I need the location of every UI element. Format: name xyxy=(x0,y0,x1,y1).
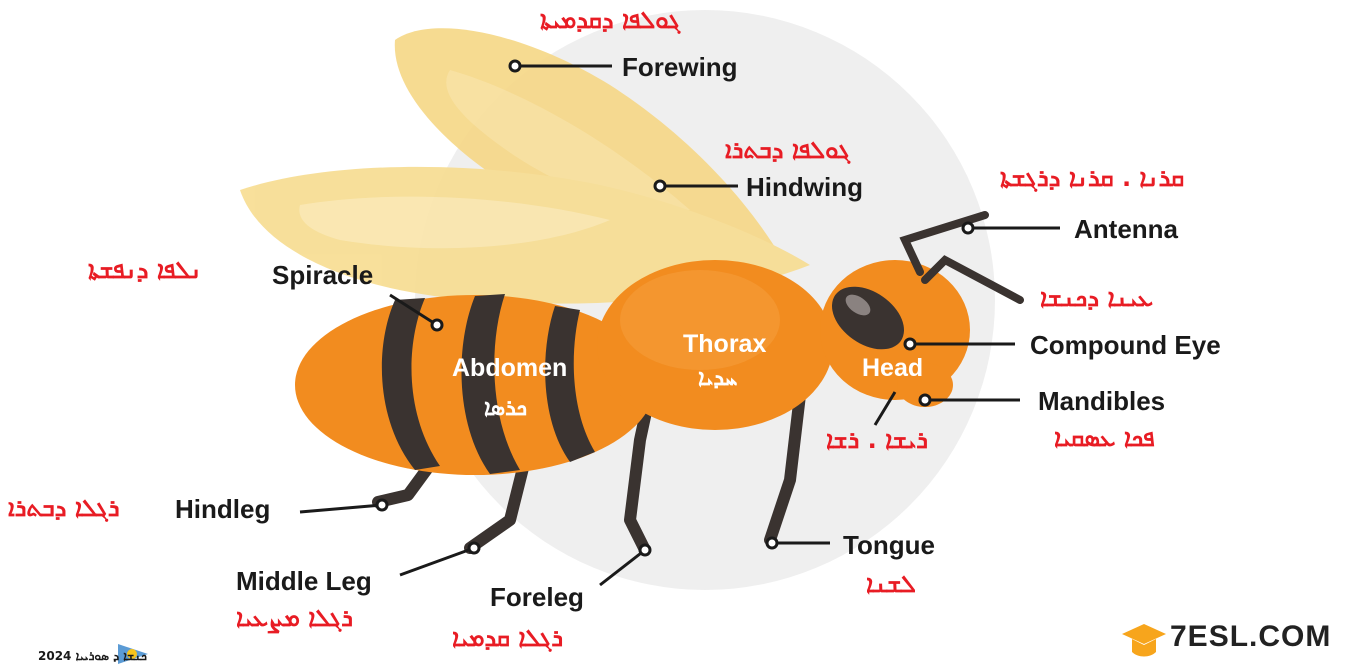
brand-name: 7ESL.COM xyxy=(1170,622,1331,652)
foreleg-syriac-label: ܪܓܠܐ ܩܕܡܝܐ xyxy=(452,626,563,650)
thorax-label: Thorax xyxy=(683,332,766,357)
foreleg-label: Foreleg xyxy=(490,584,584,610)
compound-eye-label: Compound Eye xyxy=(1030,332,1221,358)
mandibles-label: Mandibles xyxy=(1038,388,1165,414)
compound-eye-syriac-label: ܥܝܢܐ ܕܟܢܫܐ xyxy=(1040,286,1153,310)
antenna-label: Antenna xyxy=(1074,216,1178,242)
spiracle-syriac-label: ܢܠܦܐ ܕܢܦܫܬܐ xyxy=(88,258,202,282)
hindwing-label: Hindwing xyxy=(746,174,863,200)
brand-logo: 7ESL.COM xyxy=(1118,622,1331,652)
middle-leg-syriac-label: ܪܓܠܐ ܡܨܥܝܐ xyxy=(236,606,353,630)
head-syriac-label: ܪܝܫܐ . ܪܫܐ xyxy=(826,428,928,452)
abdomen-syriac-label: ܟܪܣܐ xyxy=(484,398,527,420)
tongue-syriac-label: ܠܫܢܐ xyxy=(866,572,916,596)
antenna-syriac-label: ܩܪܢܐ . ܩܪܢܐ ܕܪܓܫܬܐ xyxy=(1000,166,1184,190)
mandibles-syriac-label: ܦܟܐ ܥܣܩܝܐ xyxy=(1054,426,1155,450)
forewing-syriac-label: ܓܘܠܦܐ ܕܩܕܡܝܬܐ xyxy=(540,8,680,32)
hindleg-label: Hindleg xyxy=(175,496,270,522)
hindleg-syriac-label: ܪܓܠܐ ܕܒܬܪܐ xyxy=(8,496,119,520)
middle-leg-label: Middle Leg xyxy=(236,568,372,594)
footer-caption: ܟܢܫܐ ܕ ܣܘܪܝܝܐ 2024 xyxy=(38,650,147,662)
abdomen-shape xyxy=(295,294,655,475)
hindwing-syriac-label: ܓܘܠܦܐ ܕܒܬܪܐ xyxy=(725,138,850,162)
tongue-label: Tongue xyxy=(843,532,935,558)
thorax-syriac-label: ܚܕܝܐ xyxy=(698,368,737,390)
forewing-label: Forewing xyxy=(622,54,738,80)
abdomen-label: Abdomen xyxy=(452,356,567,381)
spiracle-label: Spiracle xyxy=(272,262,373,288)
head-label: Head xyxy=(862,356,923,381)
